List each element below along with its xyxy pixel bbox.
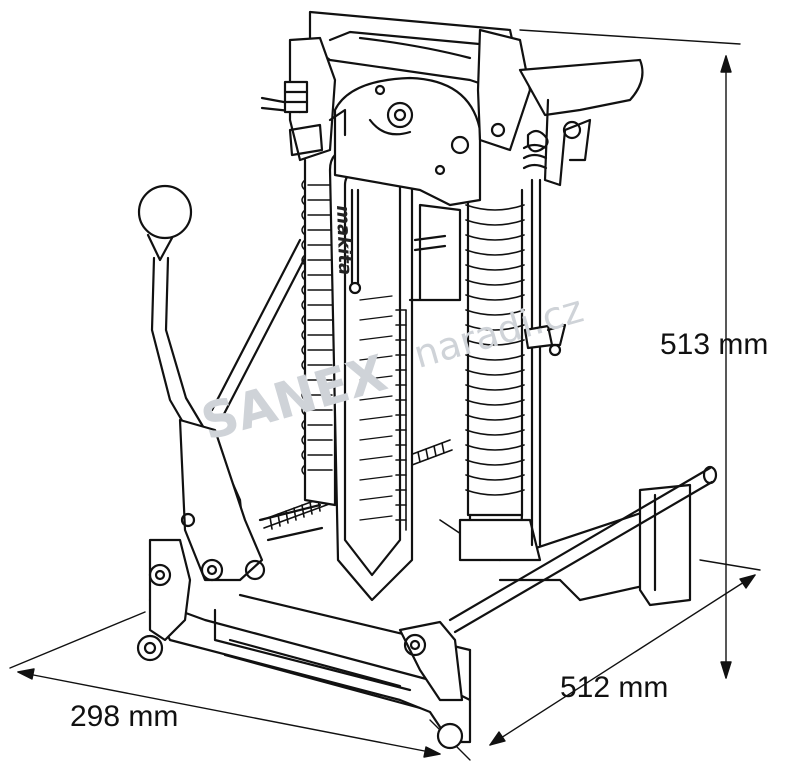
blade-logo: makita xyxy=(332,205,356,276)
width-dimension-label: 298 mm xyxy=(70,700,179,733)
motor-handle xyxy=(260,10,644,187)
depth-dimension-label: 512 mm xyxy=(560,671,669,704)
depth-rod xyxy=(522,129,567,547)
base-frame xyxy=(136,465,718,750)
height-dimension-label: 513 mm xyxy=(660,328,769,361)
gear-housing xyxy=(333,76,482,302)
lever-arm xyxy=(137,184,324,642)
dimension-lines xyxy=(9,29,761,761)
right-bellows xyxy=(458,188,542,562)
